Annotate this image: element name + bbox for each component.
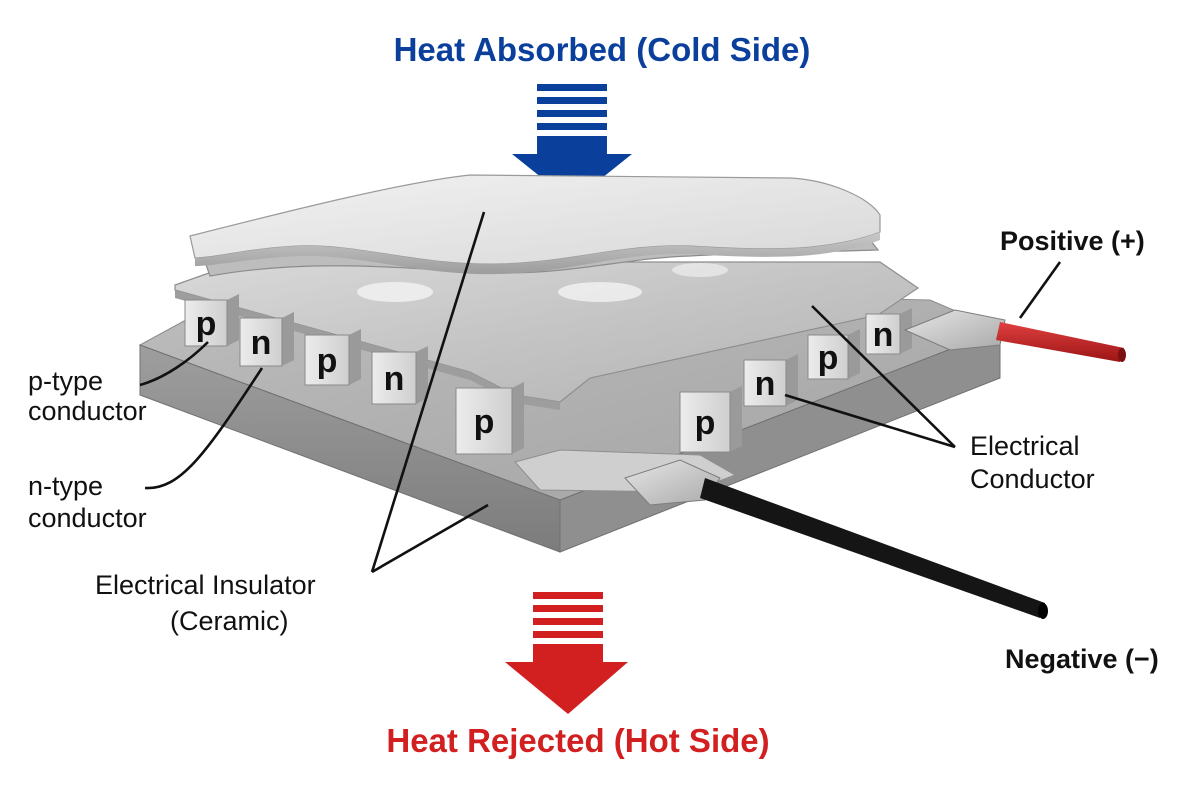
pellet-letter: p (818, 339, 839, 377)
pellet-letter: p (196, 305, 217, 343)
n-type-pellet: n (743, 354, 798, 407)
arrow-bar (537, 97, 607, 104)
pellet-face (455, 387, 513, 455)
insulator-label-line2: (Ceramic) (170, 606, 289, 636)
pellet-side (416, 346, 428, 404)
p-type-label-line1: p-type (28, 366, 103, 396)
pellet-side (730, 386, 742, 452)
arrow-bar (537, 110, 607, 117)
pellet-side (282, 312, 294, 366)
pellet-face (371, 351, 417, 405)
p-type-pellet: p (679, 386, 742, 453)
p-type-label-line2: conductor (28, 396, 147, 426)
pellet-row-front: p (455, 382, 524, 455)
insulator-label-line1: Electrical Insulator (95, 570, 316, 600)
heat-absorbed-label: Heat Absorbed (Cold Side) (394, 31, 811, 68)
arrow-bar (533, 605, 603, 612)
leader-lines (139, 211, 1062, 574)
pellet-face (807, 334, 849, 380)
pellet-side (848, 329, 860, 379)
pellet-letter: p (474, 403, 495, 441)
arrow-bar (533, 618, 603, 625)
p-type-pellet: p (184, 294, 239, 347)
arrow-bar (533, 592, 603, 599)
pellet-face (184, 299, 228, 347)
pellet-letter: p (695, 404, 716, 442)
negative-label: Negative (−) (1005, 644, 1159, 674)
pellet-face (865, 313, 901, 355)
arrow-shaft (537, 136, 607, 154)
conductor-label-line1: Electrical (970, 431, 1080, 461)
top-ceramic-plate (189, 174, 881, 275)
pellet-side (786, 354, 798, 406)
pellet-letter: n (873, 316, 894, 354)
heat-rejected-label: Heat Rejected (Hot Side) (386, 722, 769, 759)
arrow-shaft (533, 644, 603, 662)
negative-terminal (624, 459, 1048, 619)
pellet-side (512, 382, 524, 454)
p-type-pellet: p (455, 382, 524, 455)
n-type-pellet: n (239, 312, 294, 367)
pellet-letter: n (755, 365, 776, 403)
pellet-face (679, 391, 731, 453)
n-type-pellet: n (865, 308, 912, 355)
pellet-side (900, 308, 912, 354)
n-type-label-line1: n-type (28, 471, 103, 501)
pellet-face (743, 359, 787, 407)
p-type-pellet: p (807, 329, 860, 380)
arrow-bar (537, 84, 607, 91)
arrow-bar (533, 631, 603, 638)
arrow-bar (537, 123, 607, 130)
pellet-letter: n (384, 360, 405, 398)
positive-label: Positive (+) (1000, 226, 1145, 256)
pellet-side (349, 329, 361, 385)
pellet-face (304, 334, 350, 386)
n-type-pellet: n (371, 346, 428, 405)
pellet-letter: n (251, 324, 272, 362)
n-type-label-line2: conductor (28, 503, 147, 533)
pellet-letter: p (317, 342, 338, 380)
pellet-face (239, 317, 283, 367)
conductor-label-line2: Conductor (970, 464, 1095, 494)
positive-terminal (903, 309, 1126, 362)
arrow-head (505, 662, 628, 714)
heat-rejected-arrow-icon (505, 592, 628, 714)
p-type-pellet: p (304, 329, 361, 386)
pellet-side (227, 294, 239, 346)
